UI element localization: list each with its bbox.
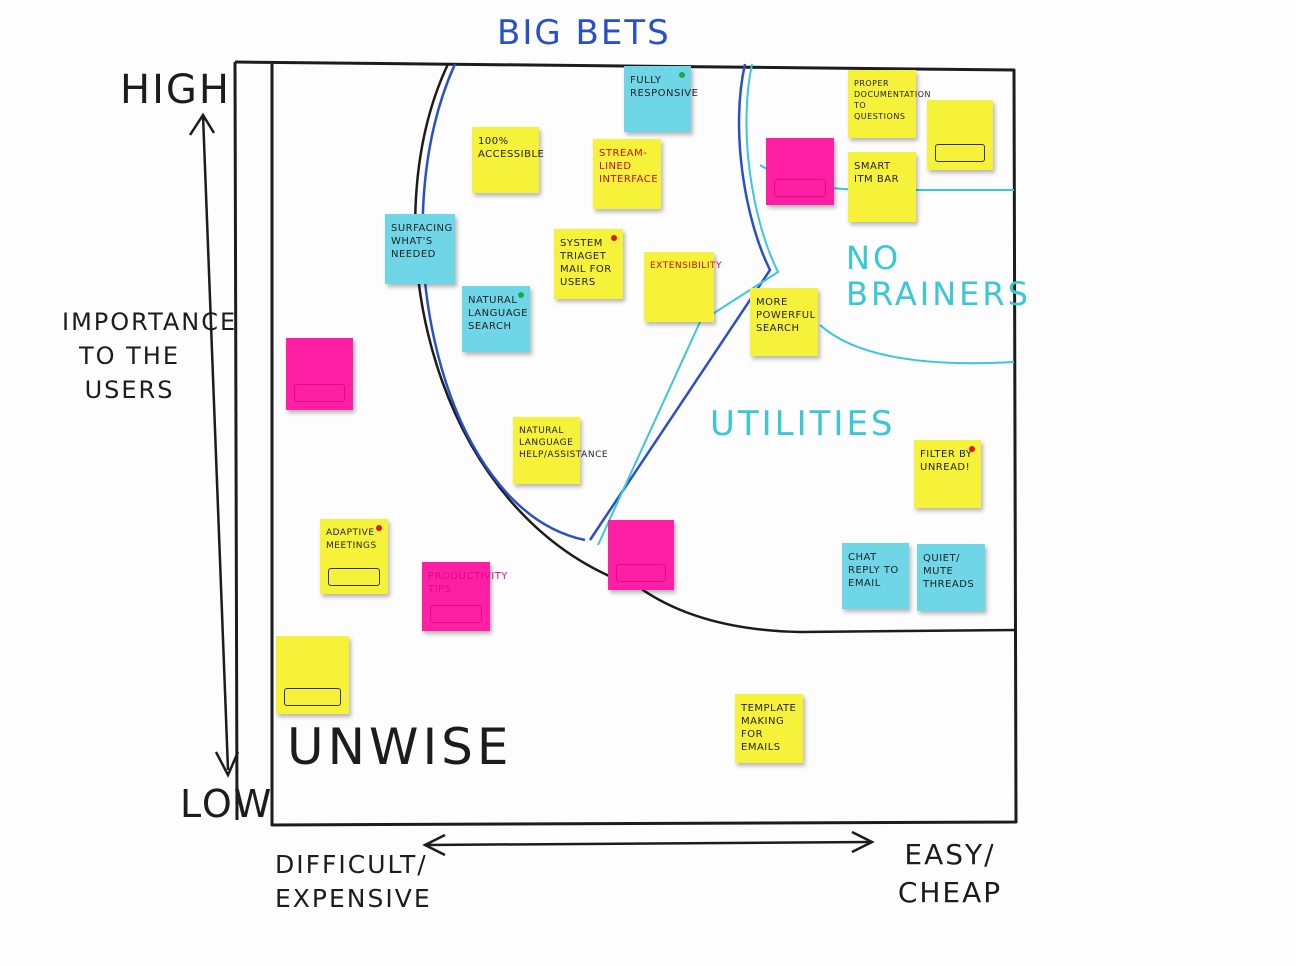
sticky-note: FULLY RESPONSIVE <box>624 66 699 132</box>
horizontal-axis-arrow-left <box>422 833 446 857</box>
sticky-note-text: TEMPLATE MAKING FOR EMAILS <box>741 703 797 753</box>
note-sketch <box>328 568 380 586</box>
sticky-note-text: NATURAL LANGUAGE SEARCH <box>468 295 528 332</box>
divider-low-right <box>639 586 1017 634</box>
sticky-note-text: EXTENSIBILITY <box>650 261 722 271</box>
axis-label-importance: IMPORTANCE TO THE USERS <box>62 308 238 404</box>
sticky-note <box>608 520 674 590</box>
axis-label-high: HIGH <box>120 67 231 113</box>
horizontal-axis-arrow-right <box>851 830 875 854</box>
note-sketch <box>284 688 341 706</box>
sticky-note: EXTENSIBILITY <box>644 252 722 322</box>
sticky-note-text: SMART ITM BAR <box>854 161 900 185</box>
region-label-unwise: UNWISE <box>287 718 513 776</box>
sticky-note: QUIET/ MUTE THREADS <box>917 544 985 611</box>
sticky-note: NATURAL LANGUAGE HELP/ASSISTANCE <box>513 417 609 484</box>
sticky-note-text: FULLY RESPONSIVE <box>630 75 699 99</box>
vertical-axis-line <box>201 114 230 771</box>
axis-label-difficult: DIFFICULT/ EXPENSIVE <box>275 850 432 913</box>
sticky-note: SYSTEM TRIAGET MAIL FOR USERS <box>554 229 623 299</box>
sticky-note-text: SURFACING WHAT'S NEEDED <box>391 223 453 260</box>
horizontal-axis-line <box>424 840 871 847</box>
sticky-note-text: QUIET/ MUTE THREADS <box>923 553 975 590</box>
note-sketch <box>294 384 345 402</box>
region-label-no-brainers: NO BRAINERS <box>846 239 1031 313</box>
sticky-note <box>276 636 349 714</box>
sticky-note-text: ADAPTIVE MEETINGS <box>326 528 377 551</box>
sticky-note: SURFACING WHAT'S NEEDED <box>385 214 455 284</box>
note-dot <box>376 525 382 531</box>
note-sketch <box>616 564 666 582</box>
big-bets-arc-black <box>414 63 641 590</box>
sticky-note: MORE POWERFUL SEARCH <box>750 288 818 356</box>
no-brainers-lower-curve <box>819 324 1015 365</box>
big-bets-arc-blue <box>421 63 586 542</box>
sticky-note-text: MORE POWERFUL SEARCH <box>756 297 816 334</box>
sticky-note <box>286 338 353 410</box>
sticky-note: STREAM-LINED INTERFACE <box>593 139 661 209</box>
sticky-note-text: SYSTEM TRIAGET MAIL FOR USERS <box>560 238 612 288</box>
note-dot <box>969 446 975 452</box>
axis-label-low: LOW <box>180 782 274 826</box>
note-sketch <box>935 144 985 162</box>
note-dot <box>518 292 524 298</box>
sticky-note <box>766 138 834 205</box>
region-label-utilities: UTILITIES <box>710 404 896 444</box>
sticky-note-text: STREAM-LINED INTERFACE <box>599 148 659 185</box>
sticky-note-text: 100% ACCESSIBLE <box>478 136 545 160</box>
sticky-note <box>927 100 993 170</box>
utilities-boundary-cyan <box>597 63 780 546</box>
note-dot <box>611 235 617 241</box>
sticky-note: 100% ACCESSIBLE <box>472 127 545 193</box>
note-dot <box>679 72 685 78</box>
note-sketch <box>430 605 482 623</box>
matrix-frame <box>234 60 1018 827</box>
sticky-note: ADAPTIVE MEETINGS <box>320 519 388 594</box>
sticky-note-text: PRODUCTIVITY TIPS <box>428 571 508 595</box>
axis-label-easy: EASY/ CHEAP <box>897 838 1003 909</box>
sticky-note: CHAT REPLY TO EMAIL <box>842 543 909 609</box>
sticky-note-text: FILTER BY UNREAD! <box>920 449 973 473</box>
sticky-note: TEMPLATE MAKING FOR EMAILS <box>735 694 803 763</box>
region-label-big-bets: BIG BETS <box>497 13 671 53</box>
sticky-note: PROPER DOCUMENTATION TO QUESTIONS <box>848 70 931 138</box>
sticky-note: NATURAL LANGUAGE SEARCH <box>462 286 530 352</box>
utilities-boundary <box>588 63 772 541</box>
sticky-note-text: NATURAL LANGUAGE HELP/ASSISTANCE <box>519 426 609 460</box>
note-sketch <box>774 179 826 197</box>
matrix-frame-left-edge <box>233 61 239 821</box>
vertical-axis-arrow-bottom <box>214 751 240 778</box>
sticky-note-text: PROPER DOCUMENTATION TO QUESTIONS <box>854 79 931 121</box>
sticky-note: FILTER BY UNREAD! <box>914 440 981 508</box>
sticky-note: SMART ITM BAR <box>848 152 916 222</box>
vertical-axis-arrow-top <box>188 112 216 136</box>
sticky-note: PRODUCTIVITY TIPS <box>422 562 508 631</box>
sticky-note-text: CHAT REPLY TO EMAIL <box>848 552 899 589</box>
